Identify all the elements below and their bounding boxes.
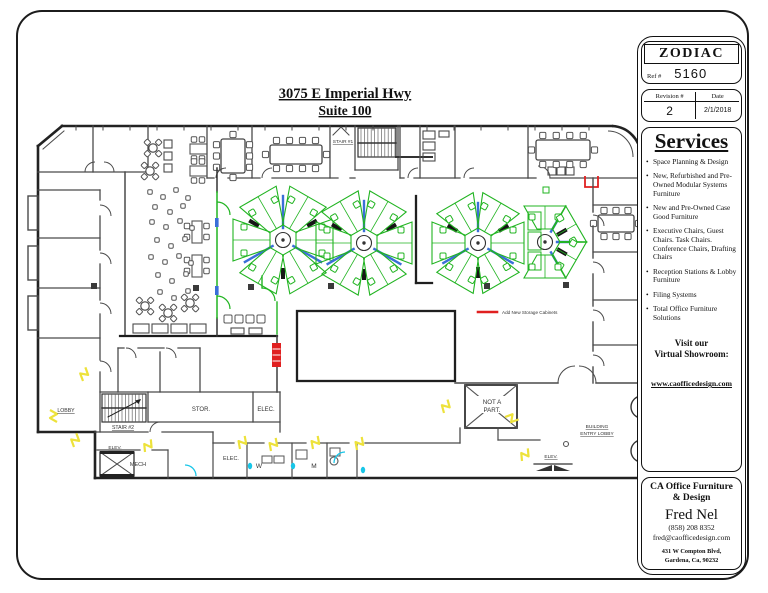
company-name: ZODIAC — [644, 44, 739, 64]
contact-email[interactable]: fred@caofficedesign.com — [652, 532, 731, 542]
services-box: Services Space Planning & DesignNew, Ref… — [641, 127, 742, 472]
service-item: Filing Systems — [646, 290, 737, 300]
company-box: ZODIAC Ref # 5160 — [641, 41, 742, 84]
showroom-text: Visit our Virtual Showroom: — [646, 338, 737, 361]
label-men: M — [311, 463, 316, 470]
label-elec-upper: ELEC. — [257, 407, 275, 413]
label-entry-2: ENTRY LOBBY — [580, 431, 614, 437]
ref-label: Ref # — [647, 73, 662, 80]
revision-label: Revision # — [644, 92, 697, 102]
contact-address-line1: 431 W Compton Blvd, — [661, 548, 722, 555]
service-item: Total Office Furniture Solutions — [646, 304, 737, 323]
contact-company-line2: & Design — [672, 492, 711, 503]
plan-title-line1: 3075 E Imperial Hwy — [279, 86, 412, 102]
service-item: Space Planning & Design — [646, 157, 737, 167]
website-link[interactable]: www.caofficedesign.com — [651, 379, 732, 389]
showroom-line1: Visit our — [674, 337, 709, 348]
plan-title-line2: Suite 100 — [319, 103, 372, 118]
sheet-border — [16, 10, 749, 580]
legend-label: Add New Storage Cabinets — [502, 310, 558, 315]
service-item: Reception Stations & Lobby Furniture — [646, 267, 737, 286]
label-elec-lower: ELEC. — [223, 456, 239, 462]
services-heading: Services — [654, 129, 729, 153]
contact-company-line1: CA Office Furniture — [650, 481, 733, 492]
date-label: Date — [696, 92, 739, 102]
label-lobby: LOBBY — [57, 408, 75, 414]
label-stair1: STAIR #1 — [333, 139, 354, 145]
service-item: New and Pre-Owned Case Good Furniture — [646, 203, 737, 222]
title-block: ZODIAC Ref # 5160 Revision # Date 2 2/1/… — [637, 36, 746, 575]
label-elev-left: ELEV. — [108, 445, 121, 451]
service-item: Executive Chairs, Guest Chairs. Task Cha… — [646, 226, 737, 262]
contact-company: CA Office Furniture & Design — [644, 482, 739, 504]
label-entry-1: BUILDING — [586, 424, 609, 430]
revision-value: 2 — [644, 102, 697, 119]
contact-address-line2: Gardena, Ca, 90232 — [664, 556, 719, 564]
services-list: Space Planning & DesignNew, Refurbished … — [646, 157, 737, 328]
label-elev-right: ELEV. — [544, 454, 557, 460]
label-not-a-part-2: PART. — [484, 407, 501, 414]
contact-phone: (858) 208 8352 — [668, 523, 715, 533]
contact-box: CA Office Furniture & Design Fred Nel (8… — [641, 476, 742, 570]
revision-box: Revision # Date 2 2/1/2018 — [641, 89, 742, 122]
contact-address: 431 W Compton Blvd, Gardena, Ca, 90232 — [644, 548, 739, 565]
label-women: W — [256, 463, 263, 470]
contact-name: Fred Nel — [665, 506, 718, 523]
label-not-a-part-1: NOT A — [483, 399, 502, 406]
label-stair2: STAIR #2 — [112, 425, 134, 431]
showroom-line2: Virtual Showroom: — [654, 349, 729, 360]
service-item: New, Refurbished and Pre-Owned Modular S… — [646, 171, 737, 198]
label-mech: MECH — [130, 462, 146, 468]
date-value: 2/1/2018 — [704, 107, 732, 114]
label-stor: STOR. — [192, 407, 211, 413]
ref-value: 5160 — [674, 66, 708, 81]
